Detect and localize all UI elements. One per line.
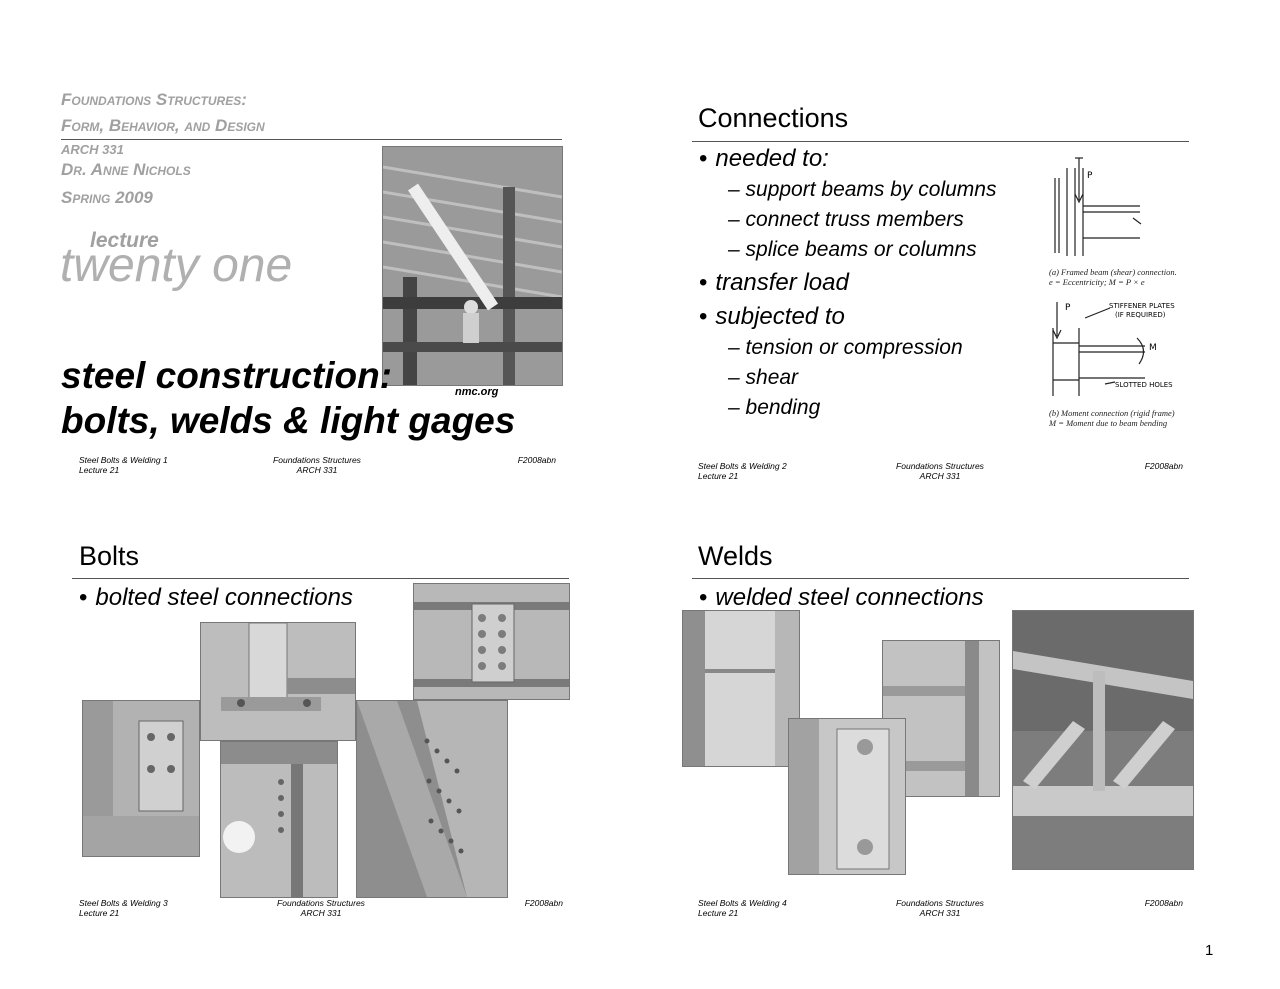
column-base-photo <box>200 622 356 741</box>
term: Spring 2009 <box>61 188 153 207</box>
bullet-subjected-to: •subjected to <box>699 303 845 330</box>
photo-credit: nmc.org <box>455 386 499 398</box>
footer-slide-label: Steel Bolts & Welding 4 <box>698 898 787 908</box>
bullet-text: needed to: <box>715 145 829 172</box>
slide-4-footer-right: F2008abn <box>1144 898 1183 908</box>
welded-column-photo <box>682 610 800 767</box>
lecture-title-line1: steel construction: <box>61 355 392 396</box>
title-rule <box>72 578 569 579</box>
gusset-plate-photo <box>220 741 338 898</box>
course-name-line1: Foundations Structures: <box>61 90 247 109</box>
slide-title-connections: Connections <box>698 103 849 133</box>
slide-4-footer-center: Foundations Structures ARCH 331 <box>880 898 1000 918</box>
footer-course-label: Foundations Structures <box>273 455 361 465</box>
footer-lecture-label: Lecture 21 <box>79 908 120 918</box>
footer-slide-label: Steel Bolts & Welding 2 <box>698 461 787 471</box>
slide-1-footer-right: F2008abn <box>517 455 556 465</box>
bullet-needed-to: •needed to: <box>699 145 829 172</box>
slide-2-footer-left: Steel Bolts & Welding 2 Lecture 21 <box>698 461 858 481</box>
slide-4-footer-left: Steel Bolts & Welding 4 Lecture 21 <box>698 898 858 918</box>
slide-2-footer-center: Foundations Structures ARCH 331 <box>880 461 1000 481</box>
lecture-title-line2: bolts, welds & light gages <box>61 400 516 441</box>
diagram-b-caption: (b) Moment connection (rigid frame) M = … <box>1049 408 1175 428</box>
footer-lecture-label: Lecture 21 <box>698 471 739 481</box>
caption-line: M = Moment due to beam bending <box>1049 418 1168 428</box>
shear-connection-diagram: P <box>1054 157 1142 256</box>
stiffener-label: STIFFENER PLATES <box>1109 302 1175 310</box>
bullet-bolted-connections: •bolted steel connections <box>79 584 353 611</box>
slide-title-welds: Welds <box>698 541 773 571</box>
slide-1-footer-center: Foundations Structures ARCH 331 <box>257 455 377 475</box>
slide-3-footer-right: F2008abn <box>524 898 563 908</box>
bullet-text: subjected to <box>715 303 845 330</box>
footer-slide-label: Steel Bolts & Welding 3 <box>79 898 168 908</box>
bolted-splice-photo <box>413 583 570 700</box>
lecture-number: twenty one <box>60 239 293 292</box>
moment-m-label: M <box>1149 343 1157 353</box>
footer-lecture-label: Lecture 21 <box>698 908 739 918</box>
page-number: 1 <box>1205 942 1214 959</box>
bullet-transfer-load: •transfer load <box>699 269 849 296</box>
bullet-text: transfer load <box>715 269 849 296</box>
sub-bullet: – support beams by columns <box>728 178 997 201</box>
sub-bullet: – shear <box>728 366 799 389</box>
caption-line: e = Eccentricity; M = P × e <box>1049 277 1145 287</box>
bullet-welded-connections: •welded steel connections <box>699 584 984 611</box>
slide-2-footer-right: F2008abn <box>1144 461 1183 471</box>
welded-truss-photo <box>1012 610 1194 870</box>
slide-1-footer-left: Steel Bolts & Welding 1 Lecture 21 <box>79 455 239 475</box>
sub-bullet: – splice beams or columns <box>728 238 977 261</box>
course-code: ARCH 331 <box>61 142 124 157</box>
stiffener-note-label: (IF REQUIRED) <box>1115 311 1166 319</box>
footer-code-label: ARCH 331 <box>919 471 961 481</box>
truss-bolts-photo <box>356 700 508 898</box>
footer-code-label: ARCH 331 <box>919 908 961 918</box>
moment-connection-diagram: P M STIFFENER PLATES (IF REQUIRED) SLOTT… <box>1052 302 1175 396</box>
header-rule <box>61 139 562 140</box>
diagram-a-caption: (a) Framed beam (shear) connection. e = … <box>1049 267 1177 287</box>
load-p-label: P <box>1087 171 1093 181</box>
slide-3-footer-center: Foundations Structures ARCH 331 <box>261 898 381 918</box>
slide-title-bolts: Bolts <box>79 541 140 571</box>
footer-slide-label: Steel Bolts & Welding 1 <box>79 455 168 465</box>
caption-line: (a) Framed beam (shear) connection. <box>1049 267 1177 277</box>
lecture-label: lecture <box>90 229 159 252</box>
footer-code-label: ARCH 331 <box>296 465 338 475</box>
bullet-text: bolted steel connections <box>95 584 353 611</box>
bolted-column-photo <box>82 700 200 857</box>
footer-code-label: ARCH 331 <box>300 908 342 918</box>
footer-course-label: Foundations Structures <box>896 461 984 471</box>
caption-line: (b) Moment connection (rigid frame) <box>1049 408 1175 418</box>
sub-bullet: – tension or compression <box>728 336 963 359</box>
footer-course-label: Foundations Structures <box>277 898 365 908</box>
title-rule <box>692 141 1189 142</box>
footer-course-label: Foundations Structures <box>896 898 984 908</box>
slide-3-footer-left: Steel Bolts & Welding 3 Lecture 21 <box>79 898 239 918</box>
welded-plate-photo <box>788 718 906 875</box>
course-name-line2: Form, Behavior, and Design <box>61 116 265 135</box>
load-p-label: P <box>1065 303 1071 313</box>
title-rule <box>692 578 1189 579</box>
slotted-holes-label: SLOTTED HOLES <box>1115 381 1173 389</box>
steel-erection-photo <box>382 146 563 386</box>
sub-bullet: – bending <box>728 396 821 419</box>
footer-lecture-label: Lecture 21 <box>79 465 120 475</box>
sub-bullet: – connect truss members <box>728 208 964 231</box>
bullet-text: welded steel connections <box>715 584 984 611</box>
instructor-name: Dr. Anne Nichols <box>61 160 191 179</box>
